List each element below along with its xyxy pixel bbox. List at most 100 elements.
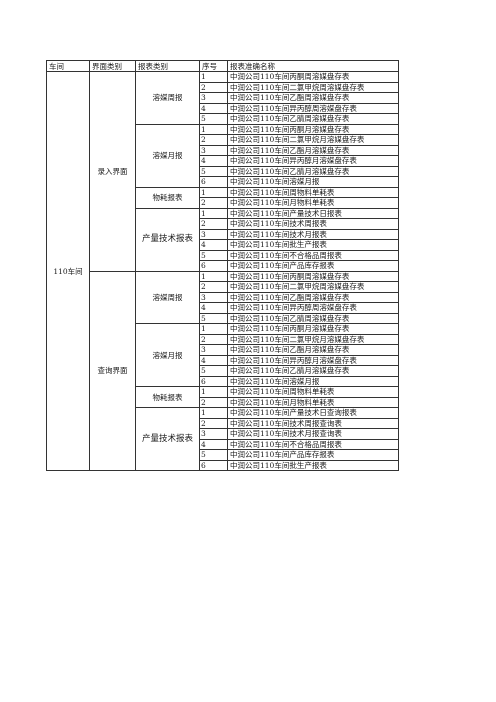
report-type-cell: 溶媒月报 — [135, 123, 200, 188]
report-name-cell: 中润公司110车间技术月报查询表 — [227, 428, 399, 440]
report-type-cell: 溶媒月报 — [135, 323, 200, 387]
report-name-cell: 中润公司110车间产品库存报表 — [227, 260, 399, 272]
serial-no-cell: 6 — [199, 260, 228, 272]
serial-no-cell: 4 — [199, 239, 228, 251]
serial-no-cell: 1 — [199, 123, 228, 135]
workshop-cell: 110车间 — [46, 71, 90, 471]
report-name-cell: 中润公司110车间异丙醇月溶媒盘存表 — [227, 155, 399, 167]
header-report-type: 报表类别 — [135, 60, 200, 72]
serial-no-cell: 2 — [199, 333, 228, 345]
serial-no-cell: 5 — [199, 312, 228, 324]
serial-no-cell: 1 — [199, 386, 228, 398]
serial-no-cell: 6 — [199, 176, 228, 188]
serial-no-cell: 4 — [199, 302, 228, 314]
report-name-cell: 中润公司110车间周物料单耗表 — [227, 186, 399, 198]
report-type-cell: 物耗报表 — [135, 186, 200, 209]
report-name-cell: 中润公司110车间不合格品周报表 — [227, 438, 399, 450]
serial-no-cell: 3 — [199, 291, 228, 303]
report-name-cell: 中润公司110车间乙腈月溶媒盘存表 — [227, 365, 399, 377]
report-name-cell: 中润公司110车间异丙醇月溶媒盘存表 — [227, 354, 399, 366]
report-name-cell: 中润公司110车间溶媒月报 — [227, 375, 399, 387]
serial-no-cell: 3 — [199, 428, 228, 440]
serial-no-cell: 2 — [199, 81, 228, 93]
report-name-cell: 中润公司110车间二氯甲烷周溶媒盘存表 — [227, 81, 399, 93]
report-name-cell: 中润公司110车间产品库存报表 — [227, 449, 399, 461]
serial-no-cell: 5 — [199, 449, 228, 461]
report-name-cell: 中润公司110车间乙酯周溶媒盘存表 — [227, 92, 399, 104]
serial-no-cell: 4 — [199, 155, 228, 167]
report-type-cell: 产量技术报表 — [135, 407, 200, 471]
report-type-cell: 溶媒周报 — [135, 270, 200, 324]
report-name-cell: 中润公司110车间月物料单耗表 — [227, 396, 399, 408]
serial-no-cell: 4 — [199, 438, 228, 450]
report-name-cell: 中润公司110车间乙腈月溶媒盘存表 — [227, 165, 399, 177]
report-name-cell: 中润公司110车间技术月报表 — [227, 228, 399, 240]
interface-type-cell: 查询界面 — [89, 270, 136, 471]
serial-no-cell: 3 — [199, 228, 228, 240]
report-name-cell: 中润公司110车间不合格品周报表 — [227, 249, 399, 261]
serial-no-cell: 1 — [199, 407, 228, 419]
serial-no-cell: 2 — [199, 417, 228, 429]
serial-no-cell: 2 — [199, 134, 228, 146]
report-name-cell: 中润公司110车间乙酯周溶媒盘存表 — [227, 291, 399, 303]
serial-no-cell: 2 — [199, 281, 228, 293]
serial-no-cell: 2 — [199, 218, 228, 230]
interface-type-cell: 录入界面 — [89, 71, 136, 272]
serial-no-cell: 6 — [199, 459, 228, 471]
report-name-cell: 中润公司110车间丙酮月溶媒盘存表 — [227, 123, 399, 135]
serial-no-cell: 4 — [199, 354, 228, 366]
header-workshop: 车间 — [46, 60, 90, 72]
report-name-cell: 中润公司110车间溶媒月报 — [227, 176, 399, 188]
report-name-cell: 中润公司110车间周物料单耗表 — [227, 386, 399, 398]
serial-no-cell: 3 — [199, 344, 228, 356]
report-name-cell: 中润公司110车间丙酮周溶媒盘存表 — [227, 71, 399, 83]
report-name-cell: 中润公司110车间技术周报查询表 — [227, 417, 399, 429]
serial-no-cell: 2 — [199, 197, 228, 209]
report-name-cell: 中润公司110车间二氯甲烷周溶媒盘存表 — [227, 281, 399, 293]
report-type-cell: 产量技术报表 — [135, 207, 200, 272]
serial-no-cell: 1 — [199, 71, 228, 83]
report-name-cell: 中润公司110车间月物料单耗表 — [227, 197, 399, 209]
report-name-cell: 中润公司110车间技术周报表 — [227, 218, 399, 230]
report-name-cell: 中润公司110车间丙酮月溶媒盘存表 — [227, 323, 399, 335]
serial-no-cell: 3 — [199, 144, 228, 156]
report-name-cell: 中润公司110车间异丙醇周溶媒盘存表 — [227, 102, 399, 114]
serial-no-cell: 1 — [199, 207, 228, 219]
serial-no-cell: 1 — [199, 270, 228, 282]
header-serial-no: 序号 — [199, 60, 228, 72]
header-report-name: 报表准确名称 — [227, 60, 399, 72]
serial-no-cell: 5 — [199, 165, 228, 177]
serial-no-cell: 1 — [199, 323, 228, 335]
serial-no-cell: 5 — [199, 365, 228, 377]
report-name-cell: 中润公司110车间批生产报表 — [227, 459, 399, 471]
report-name-cell: 中润公司110车间异丙醇周溶媒盘存表 — [227, 302, 399, 314]
report-name-cell: 中润公司110车间产量技术日查询报表 — [227, 407, 399, 419]
serial-no-cell: 5 — [199, 249, 228, 261]
report-name-cell: 中润公司110车间产量技术日报表 — [227, 207, 399, 219]
report-name-cell: 中润公司110车间乙酯月溶媒盘存表 — [227, 144, 399, 156]
report-type-cell: 溶媒周报 — [135, 71, 200, 125]
report-name-cell: 中润公司110车间乙腈周溶媒盘存表 — [227, 113, 399, 125]
serial-no-cell: 6 — [199, 375, 228, 387]
report-type-cell: 物耗报表 — [135, 386, 200, 408]
report-name-cell: 中润公司110车间二氯甲烷月溶媒盘存表 — [227, 134, 399, 146]
serial-no-cell: 2 — [199, 396, 228, 408]
serial-no-cell: 1 — [199, 186, 228, 198]
serial-no-cell: 4 — [199, 102, 228, 114]
header-interface-type: 界面类别 — [89, 60, 136, 72]
